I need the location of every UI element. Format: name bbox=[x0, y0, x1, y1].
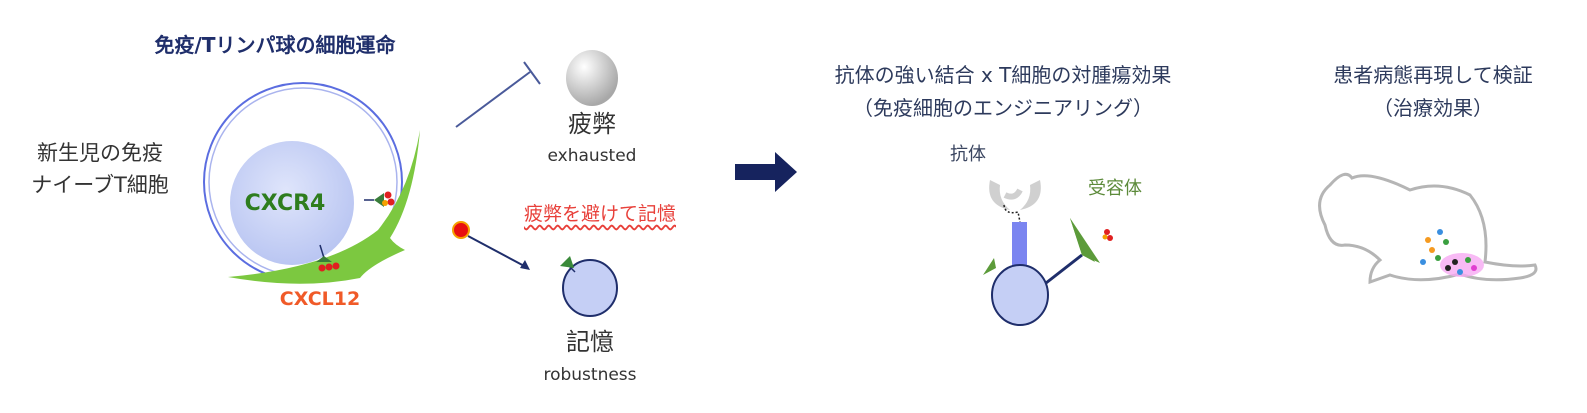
memory-cell bbox=[560, 256, 618, 317]
validation-heading-line2: （治療効果） bbox=[1373, 96, 1493, 120]
engineering-heading-line1: 抗体の強い結合 x T細胞の対腫瘍効果 bbox=[834, 63, 1172, 87]
memory-label-en: robustness bbox=[543, 365, 637, 385]
avoid-exhaustion-label: 疲弊を避けて記憶 bbox=[523, 203, 677, 225]
receptor-label: 受容体 bbox=[1088, 178, 1142, 199]
exhausted-cell bbox=[566, 50, 618, 106]
cell-label-line2: ナイーブT細胞 bbox=[31, 173, 169, 197]
fate-title: 免疫/Tリンパ球の細胞運命 bbox=[154, 33, 396, 57]
exhausted-label-en: exhausted bbox=[547, 146, 637, 166]
next-step-arrow-icon bbox=[735, 152, 797, 192]
receptor-binding-2 bbox=[316, 244, 340, 272]
memory-label-jp: 記憶 bbox=[566, 328, 614, 356]
memory-arrow bbox=[467, 235, 530, 270]
stromal-band bbox=[228, 130, 420, 284]
mouse-model-icon bbox=[1318, 172, 1538, 285]
engineered-cell bbox=[983, 180, 1113, 326]
cell-label-line1: 新生児の免疫 bbox=[37, 141, 163, 165]
cxcl12-label: CXCL12 bbox=[279, 288, 361, 310]
cxcr4-label: CXCR4 bbox=[244, 191, 326, 216]
inhibition-arrow bbox=[455, 61, 541, 128]
receptor-binding-1 bbox=[364, 191, 395, 207]
validation-heading-line1: 患者病態再現して検証 bbox=[1333, 63, 1533, 87]
antibody-label: 抗体 bbox=[950, 144, 986, 165]
cxcl12-ligand-dot bbox=[452, 221, 470, 239]
engineering-heading-line2: （免疫細胞のエンジニアリング） bbox=[853, 96, 1153, 120]
exhausted-label-jp: 疲弊 bbox=[568, 110, 616, 138]
